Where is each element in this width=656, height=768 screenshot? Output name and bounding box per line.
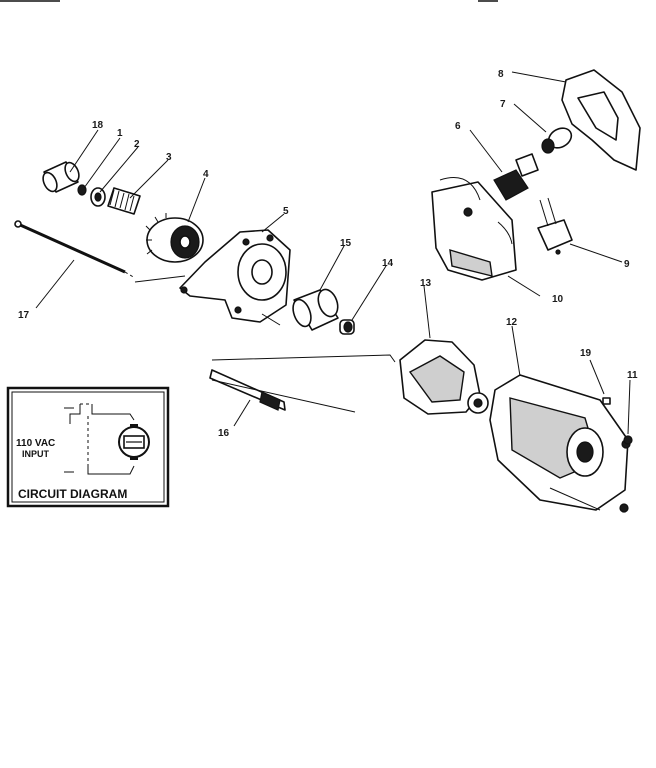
part-14-bushing [339, 319, 355, 335]
part-2-washer [90, 187, 106, 207]
part-12-motor [489, 374, 631, 513]
callout-10: 10 [552, 294, 564, 305]
part-5-housing [179, 229, 291, 326]
callout-6: 6 [455, 121, 461, 132]
callout-16: 16 [218, 428, 230, 439]
callout-9: 9 [624, 259, 630, 270]
circuit-inner-frame [11, 391, 165, 503]
circuit-diagram-box: 110 VAC INPUT CIRCUIT DIAGRAM [6, 386, 170, 508]
part-4-fan [145, 213, 204, 263]
callout-19: 19 [580, 348, 592, 359]
callout-8: 8 [498, 69, 504, 80]
part-10-switch-housing [431, 177, 517, 281]
callout-15: 15 [340, 238, 352, 249]
part-19-clip [602, 397, 611, 405]
part-16-shaft [209, 354, 396, 413]
callout-14: 14 [382, 258, 394, 269]
callout-17: 17 [18, 310, 30, 321]
callout-13: 13 [420, 278, 432, 289]
callout-4: 4 [203, 169, 209, 180]
part-13-armature [399, 339, 489, 415]
callout-11: 11 [627, 370, 638, 381]
part-3-spring [107, 187, 141, 215]
leader-lines [35, 71, 631, 435]
part-11-screw [623, 435, 633, 445]
callout-3: 3 [166, 152, 172, 163]
part-18-sleeve [42, 161, 80, 193]
circuit-input-label-2: INPUT [22, 449, 50, 459]
callout-2: 2 [134, 139, 140, 150]
part-17-rod [14, 220, 186, 283]
part-8-cover [561, 69, 641, 171]
callout-12: 12 [506, 317, 518, 328]
circuit-input-label-1: 110 VAC [16, 438, 55, 449]
circuit-title: CIRCUIT DIAGRAM [18, 487, 127, 501]
part-9-connector [537, 197, 573, 255]
callout-labels: 18 1 2 3 4 5 15 14 17 13 12 19 11 16 6 8… [18, 69, 638, 439]
part-15-sleeve [292, 288, 339, 331]
callout-5: 5 [283, 206, 289, 217]
motor-symbol [118, 424, 150, 460]
callout-1: 1 [117, 128, 123, 139]
part-6-switch [493, 153, 539, 201]
circuit-wiring [64, 403, 135, 475]
callout-7: 7 [500, 99, 506, 110]
callout-18: 18 [92, 120, 104, 131]
part-7-bulb [541, 127, 573, 154]
